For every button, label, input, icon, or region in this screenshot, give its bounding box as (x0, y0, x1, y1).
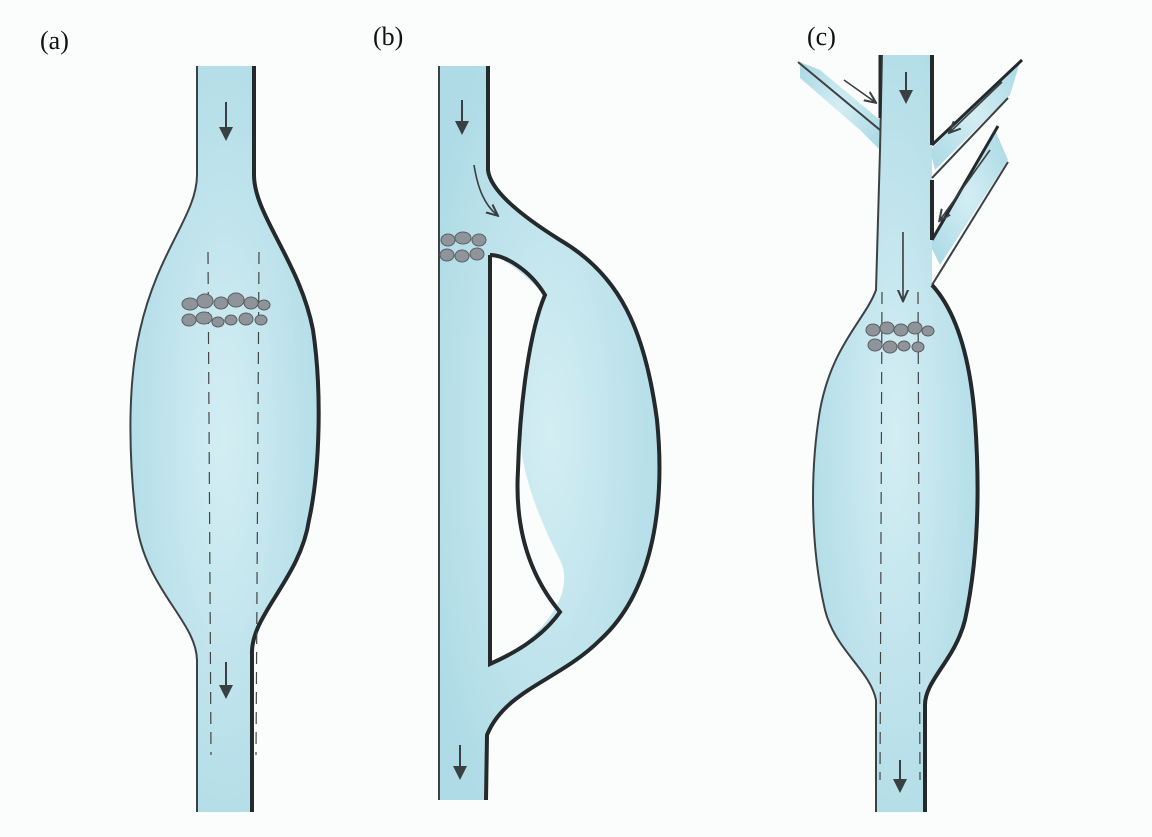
panel-b (439, 66, 659, 800)
panel-a-fluid (130, 66, 318, 812)
panel-c-trib-right-wall-a (932, 60, 1022, 145)
panel-a (130, 66, 318, 812)
panel-b-main-fluid (440, 66, 659, 800)
panel-c-tributary-left (800, 62, 880, 150)
panel-c (798, 55, 1022, 812)
panel-c-tributary-right-upper (930, 62, 1020, 170)
panel-c-fluid (813, 55, 977, 812)
